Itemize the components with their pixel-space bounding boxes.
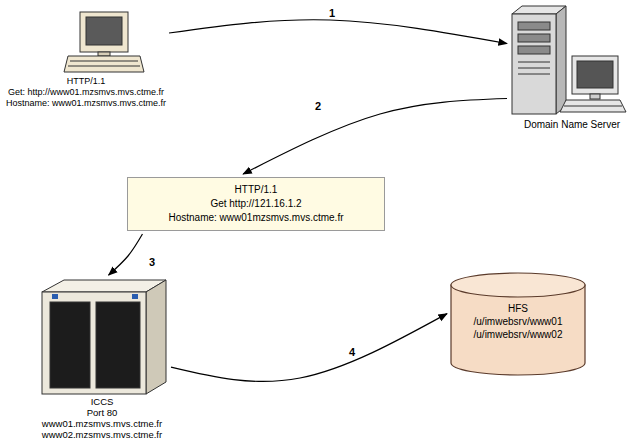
node-text: HFS	[450, 302, 586, 315]
step-number: 1	[327, 7, 337, 19]
hfs-storage: HFS/u/imwebsrv/www01/u/imwebsrv/www02	[450, 272, 586, 376]
flow-arrow	[243, 99, 507, 175]
client-terminal-icon	[64, 12, 144, 72]
node-text: www02.mzsmvs.mvs.ctme.fr	[36, 429, 168, 440]
step-number: 2	[313, 100, 323, 112]
iccs-server: ICCSPort 80www01.mzsmvs.mvs.ctme.frwww02…	[36, 278, 168, 440]
node-text: HTTP/1.1	[138, 183, 374, 197]
node-text: www01.mzsmvs.mvs.ctme.fr	[36, 418, 168, 429]
request-box: HTTP/1.1Get http://121.16.1.2Hostname: w…	[127, 177, 385, 231]
node-text: HTTP/1.1	[6, 76, 166, 87]
node-text: Port 80	[36, 407, 168, 418]
step-number: 4	[347, 346, 357, 358]
node-text: /u/imwebsrv/www01	[450, 315, 586, 328]
flow-arrow	[171, 314, 447, 382]
dns-server: Domain Name Server	[510, 6, 634, 131]
node-text: Hostname: www01mzsmvs.mvs.ctme.fr	[138, 211, 374, 225]
node-text: Get: http://www01.mzsmvs.mvs.ctme.fr	[6, 87, 166, 98]
cylinder-body	[451, 285, 585, 375]
client-station: HTTP/1.1Get: http://www01.mzsmvs.mvs.ctm…	[6, 14, 166, 109]
mainframe-icon	[42, 280, 166, 394]
connector-layer	[109, 20, 507, 382]
step-number: 3	[147, 256, 157, 268]
dns-server-icon	[512, 6, 626, 114]
flow-arrow	[169, 20, 507, 44]
node-text: /u/imwebsrv/www02	[450, 328, 586, 341]
node-text: Hostname: www01.mzsmvs.mvs.ctme.fr	[6, 98, 166, 109]
flow-arrow	[109, 234, 143, 275]
node-text: Domain Name Server	[510, 119, 634, 131]
cylinder-top	[451, 273, 585, 297]
node-text: ICCS	[36, 396, 168, 407]
node-text: Get http://121.16.1.2	[138, 197, 374, 211]
